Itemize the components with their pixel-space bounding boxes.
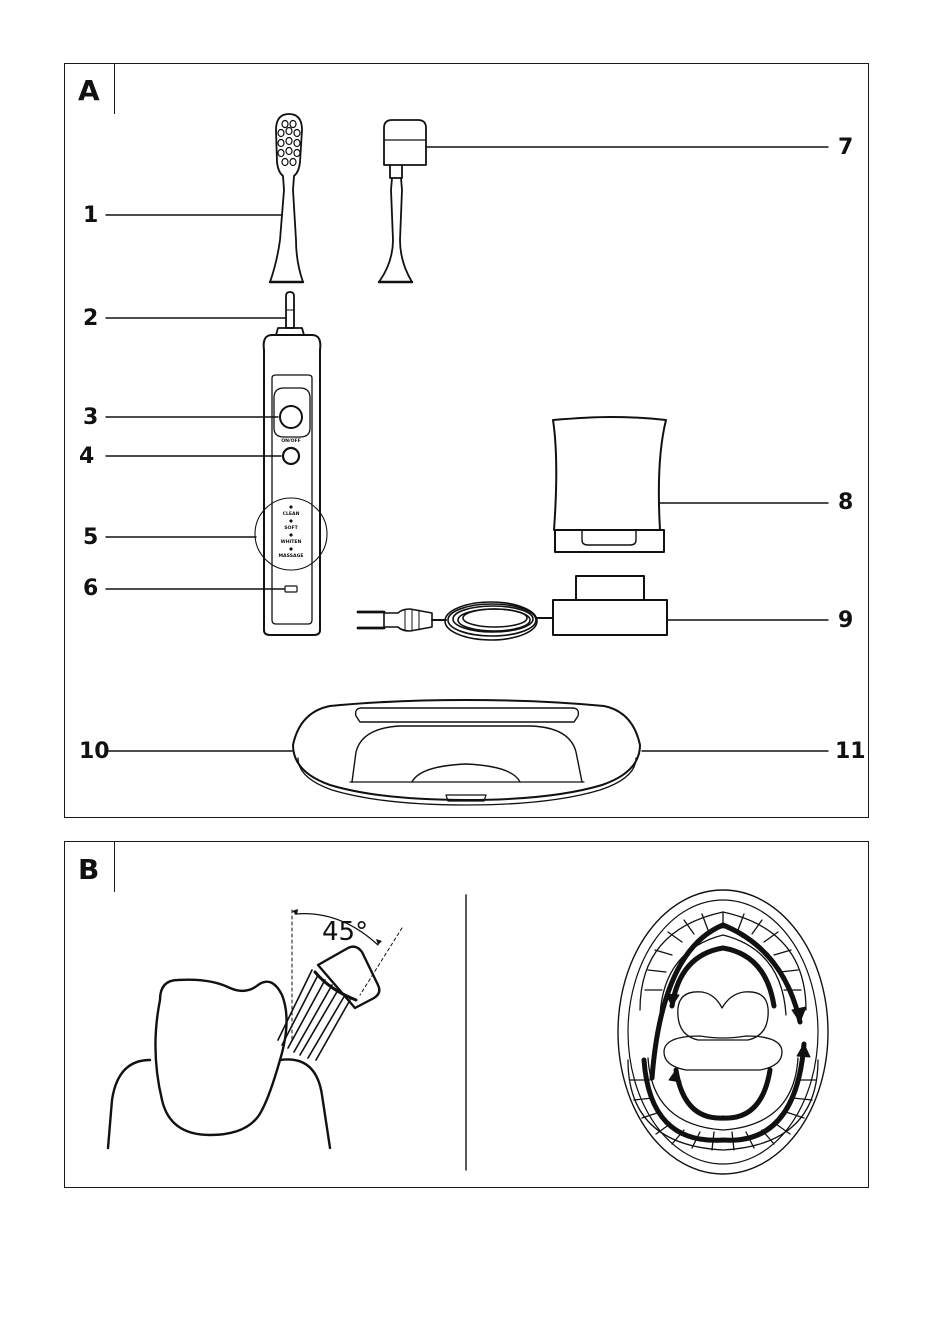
mode-whiten-label: WHITEN bbox=[281, 539, 302, 545]
mode-soft-label: SOFT bbox=[284, 525, 298, 531]
brush-head-with-cap bbox=[379, 120, 426, 282]
tooth-brushing-angle: 45° bbox=[108, 909, 402, 1148]
leader-lines bbox=[106, 147, 828, 751]
charging-cup bbox=[553, 417, 666, 552]
mouth-brushing-pattern bbox=[618, 890, 828, 1174]
brushing-arrows bbox=[644, 925, 810, 1140]
mode-clean-label: CLEAN bbox=[283, 511, 300, 517]
on-off-label: ON/OFF bbox=[281, 438, 301, 444]
brush-bristles bbox=[278, 970, 350, 1060]
toothbrush-handle: ON/OFF CLEAN SOFT WHITEN MASSAGE bbox=[255, 292, 327, 635]
charger-with-cord bbox=[358, 576, 667, 640]
bristle-tufts bbox=[278, 121, 300, 166]
angle-label: 45° bbox=[322, 917, 368, 947]
mode-massage-label: MASSAGE bbox=[278, 553, 303, 559]
brush-head bbox=[270, 114, 303, 282]
coiled-cord bbox=[445, 602, 537, 640]
travel-case bbox=[293, 700, 640, 805]
